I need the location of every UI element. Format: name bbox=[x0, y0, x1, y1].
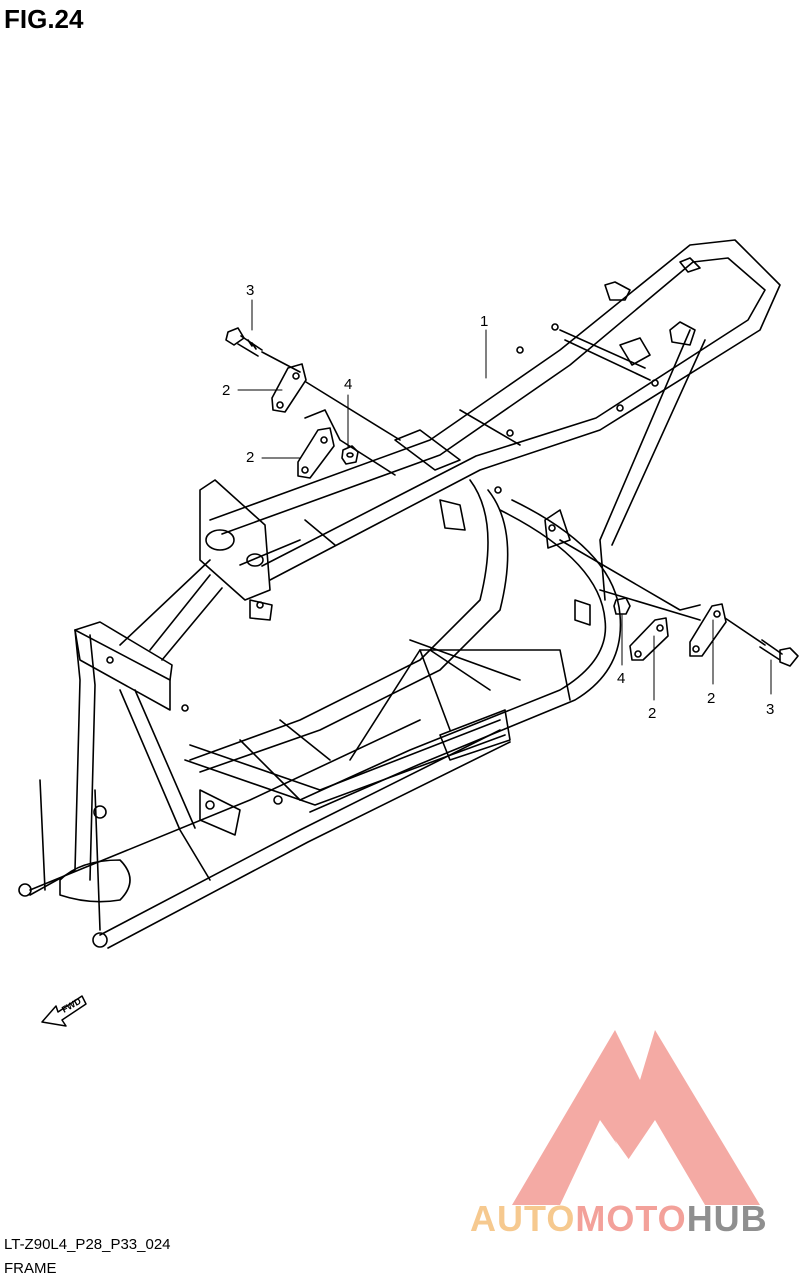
figure-subtitle: FRAME bbox=[4, 1260, 57, 1277]
callout-3-right: 3 bbox=[766, 701, 774, 718]
watermark-logo-icon bbox=[512, 1030, 760, 1205]
watermark-auto: AUTO bbox=[470, 1198, 576, 1239]
right-mount-parts bbox=[544, 509, 799, 667]
left-mount-parts bbox=[225, 327, 401, 479]
callouts: 3 2 2 4 1 4 2 2 3 bbox=[222, 282, 774, 722]
watermark-hub: HUB bbox=[686, 1198, 768, 1239]
callout-4-left: 4 bbox=[344, 376, 352, 393]
callout-2-left-lower: 2 bbox=[246, 449, 254, 466]
callout-2-left-upper: 2 bbox=[222, 382, 230, 399]
leader-lines bbox=[237, 299, 772, 701]
callout-3-left: 3 bbox=[246, 282, 254, 299]
callout-4-right: 4 bbox=[617, 670, 625, 687]
callout-1: 1 bbox=[480, 313, 488, 330]
figure-code: LT-Z90L4_P28_P33_024 bbox=[4, 1236, 171, 1253]
watermark-moto: MOTO bbox=[575, 1198, 687, 1239]
callout-2-right-lower: 2 bbox=[648, 705, 656, 722]
fwd-arrow-icon: FWD bbox=[41, 995, 87, 1027]
watermark-brand: AUTOMOTOHUB bbox=[470, 1198, 768, 1240]
frame-body bbox=[18, 239, 781, 949]
callout-2-right-upper: 2 bbox=[707, 690, 715, 707]
figure-title: FIG.24 bbox=[4, 4, 84, 34]
